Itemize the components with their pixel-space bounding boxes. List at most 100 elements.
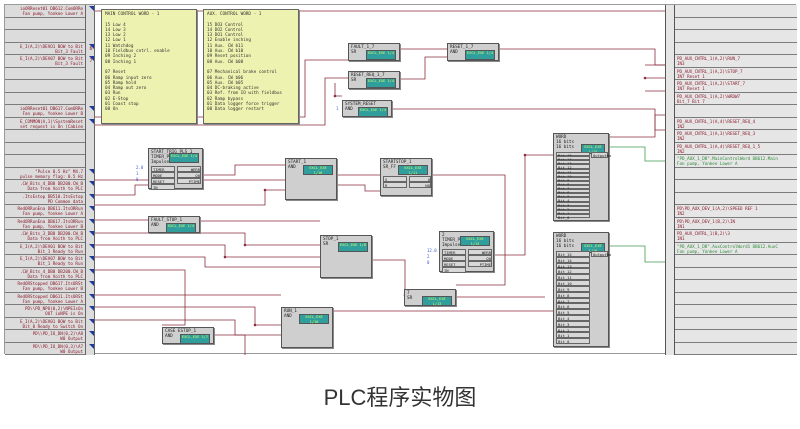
bit-input-pin[interactable]: Bit_13: [556, 262, 590, 269]
bit-input-pin[interactable]: Bit_5: [556, 193, 590, 199]
bit-input-pin[interactable]: Bit_4: [556, 314, 590, 321]
left-signal-row[interactable]: [5, 143, 85, 155]
right-signal-row[interactable]: "PD_AUX_1_DB".AuxControlWord1 DB612.AuxC…: [675, 243, 797, 255]
right-signal-row[interactable]: [675, 43, 797, 55]
right-signal-row[interactable]: [675, 30, 797, 43]
bit-input-pin[interactable]: Bit_7: [556, 185, 590, 191]
input-pin[interactable]: RESET: [151, 178, 175, 184]
bit-input-pin[interactable]: Bit_8: [556, 180, 590, 187]
bit-input-pin[interactable]: Bit_4: [556, 197, 590, 203]
bit-input-pin[interactable]: Bit_0: [556, 213, 590, 220]
bit-input-pin[interactable]: Bit_8: [556, 291, 590, 298]
right-signal-row[interactable]: [675, 305, 797, 318]
right-signal-row[interactable]: [675, 168, 797, 180]
bit-input-pin[interactable]: Bit_12: [556, 164, 590, 170]
bit-input-pin[interactable]: Bit_10: [556, 172, 590, 179]
input-pin[interactable]: MODE: [442, 255, 466, 261]
bit-input-pin[interactable]: Bit_2: [556, 326, 590, 332]
input-pin[interactable]: IN: [151, 184, 175, 190]
left-signal-row[interactable]: [5, 80, 85, 93]
bit-input-pin[interactable]: Bit_15: [556, 251, 590, 257]
bit-input-pin[interactable]: Bit_11: [556, 274, 590, 280]
right-signal-row[interactable]: [675, 330, 797, 343]
right-signal-row[interactable]: [675, 280, 797, 293]
output-pin[interactable]: Q0: [468, 255, 492, 261]
input-pin[interactable]: TIMER: [442, 249, 466, 255]
output-pin[interactable]: PTIME: [177, 178, 201, 184]
input-pin[interactable]: MODE: [151, 172, 175, 178]
bit-input-pin[interactable]: Bit_9: [556, 176, 590, 183]
input-pin[interactable]: IN: [442, 267, 466, 273]
output-pin[interactable]: WERR: [468, 249, 492, 255]
output-pin[interactable]: OutputWo: [591, 251, 612, 257]
right-signal-row[interactable]: [675, 193, 797, 205]
right-signal-row[interactable]: [675, 268, 797, 280]
right-signal-row[interactable]: [675, 343, 797, 355]
left-signal-row[interactable]: [5, 155, 85, 168]
bit-input-pin[interactable]: Bit_13: [556, 160, 590, 166]
output-pin[interactable]: PTIME: [468, 261, 492, 267]
left-signal-row[interactable]: [5, 130, 85, 143]
left-signal-row[interactable]: [5, 68, 85, 80]
output-pin[interactable]: WERR: [177, 166, 201, 172]
bit-input-pin[interactable]: Bit_0: [556, 338, 590, 344]
bit-input-pin[interactable]: Bit_14: [556, 156, 590, 162]
output-pin[interactable]: NQ: [409, 182, 431, 188]
right-signal-row[interactable]: "PD_AUX_1_DB".MainControlWord DB612.Main…: [675, 155, 797, 168]
bit-input-pin[interactable]: Bit_15: [556, 152, 590, 158]
bit-input-pin[interactable]: Bit_3: [556, 201, 590, 208]
function-block-start-trig[interactable]: START_TRIG_PLS_1TIMER_PImpulsefEXCL_EXE …: [148, 148, 203, 190]
output-pin[interactable]: Q: [409, 176, 431, 182]
bit-input-pin[interactable]: Bit_14: [556, 256, 590, 263]
left-signal-row[interactable]: [5, 30, 85, 43]
bit-input-pin[interactable]: Bit_7: [556, 297, 590, 303]
bit-input-pin[interactable]: Bit_5: [556, 309, 590, 315]
bit-input-pin[interactable]: Bit_1: [556, 332, 590, 338]
input-pin[interactable]: S: [383, 176, 407, 182]
input-pin[interactable]: TIMER: [151, 166, 175, 172]
bit-input-pin[interactable]: Bit_2: [556, 205, 590, 212]
right-signal-row[interactable]: [675, 5, 797, 18]
left-signal-row[interactable]: [5, 18, 85, 30]
bit-input-pin[interactable]: Bit_3: [556, 320, 590, 327]
right-signal-row[interactable]: [675, 105, 797, 118]
right-signal-row[interactable]: [675, 255, 797, 268]
right-signal-row[interactable]: [675, 18, 797, 30]
